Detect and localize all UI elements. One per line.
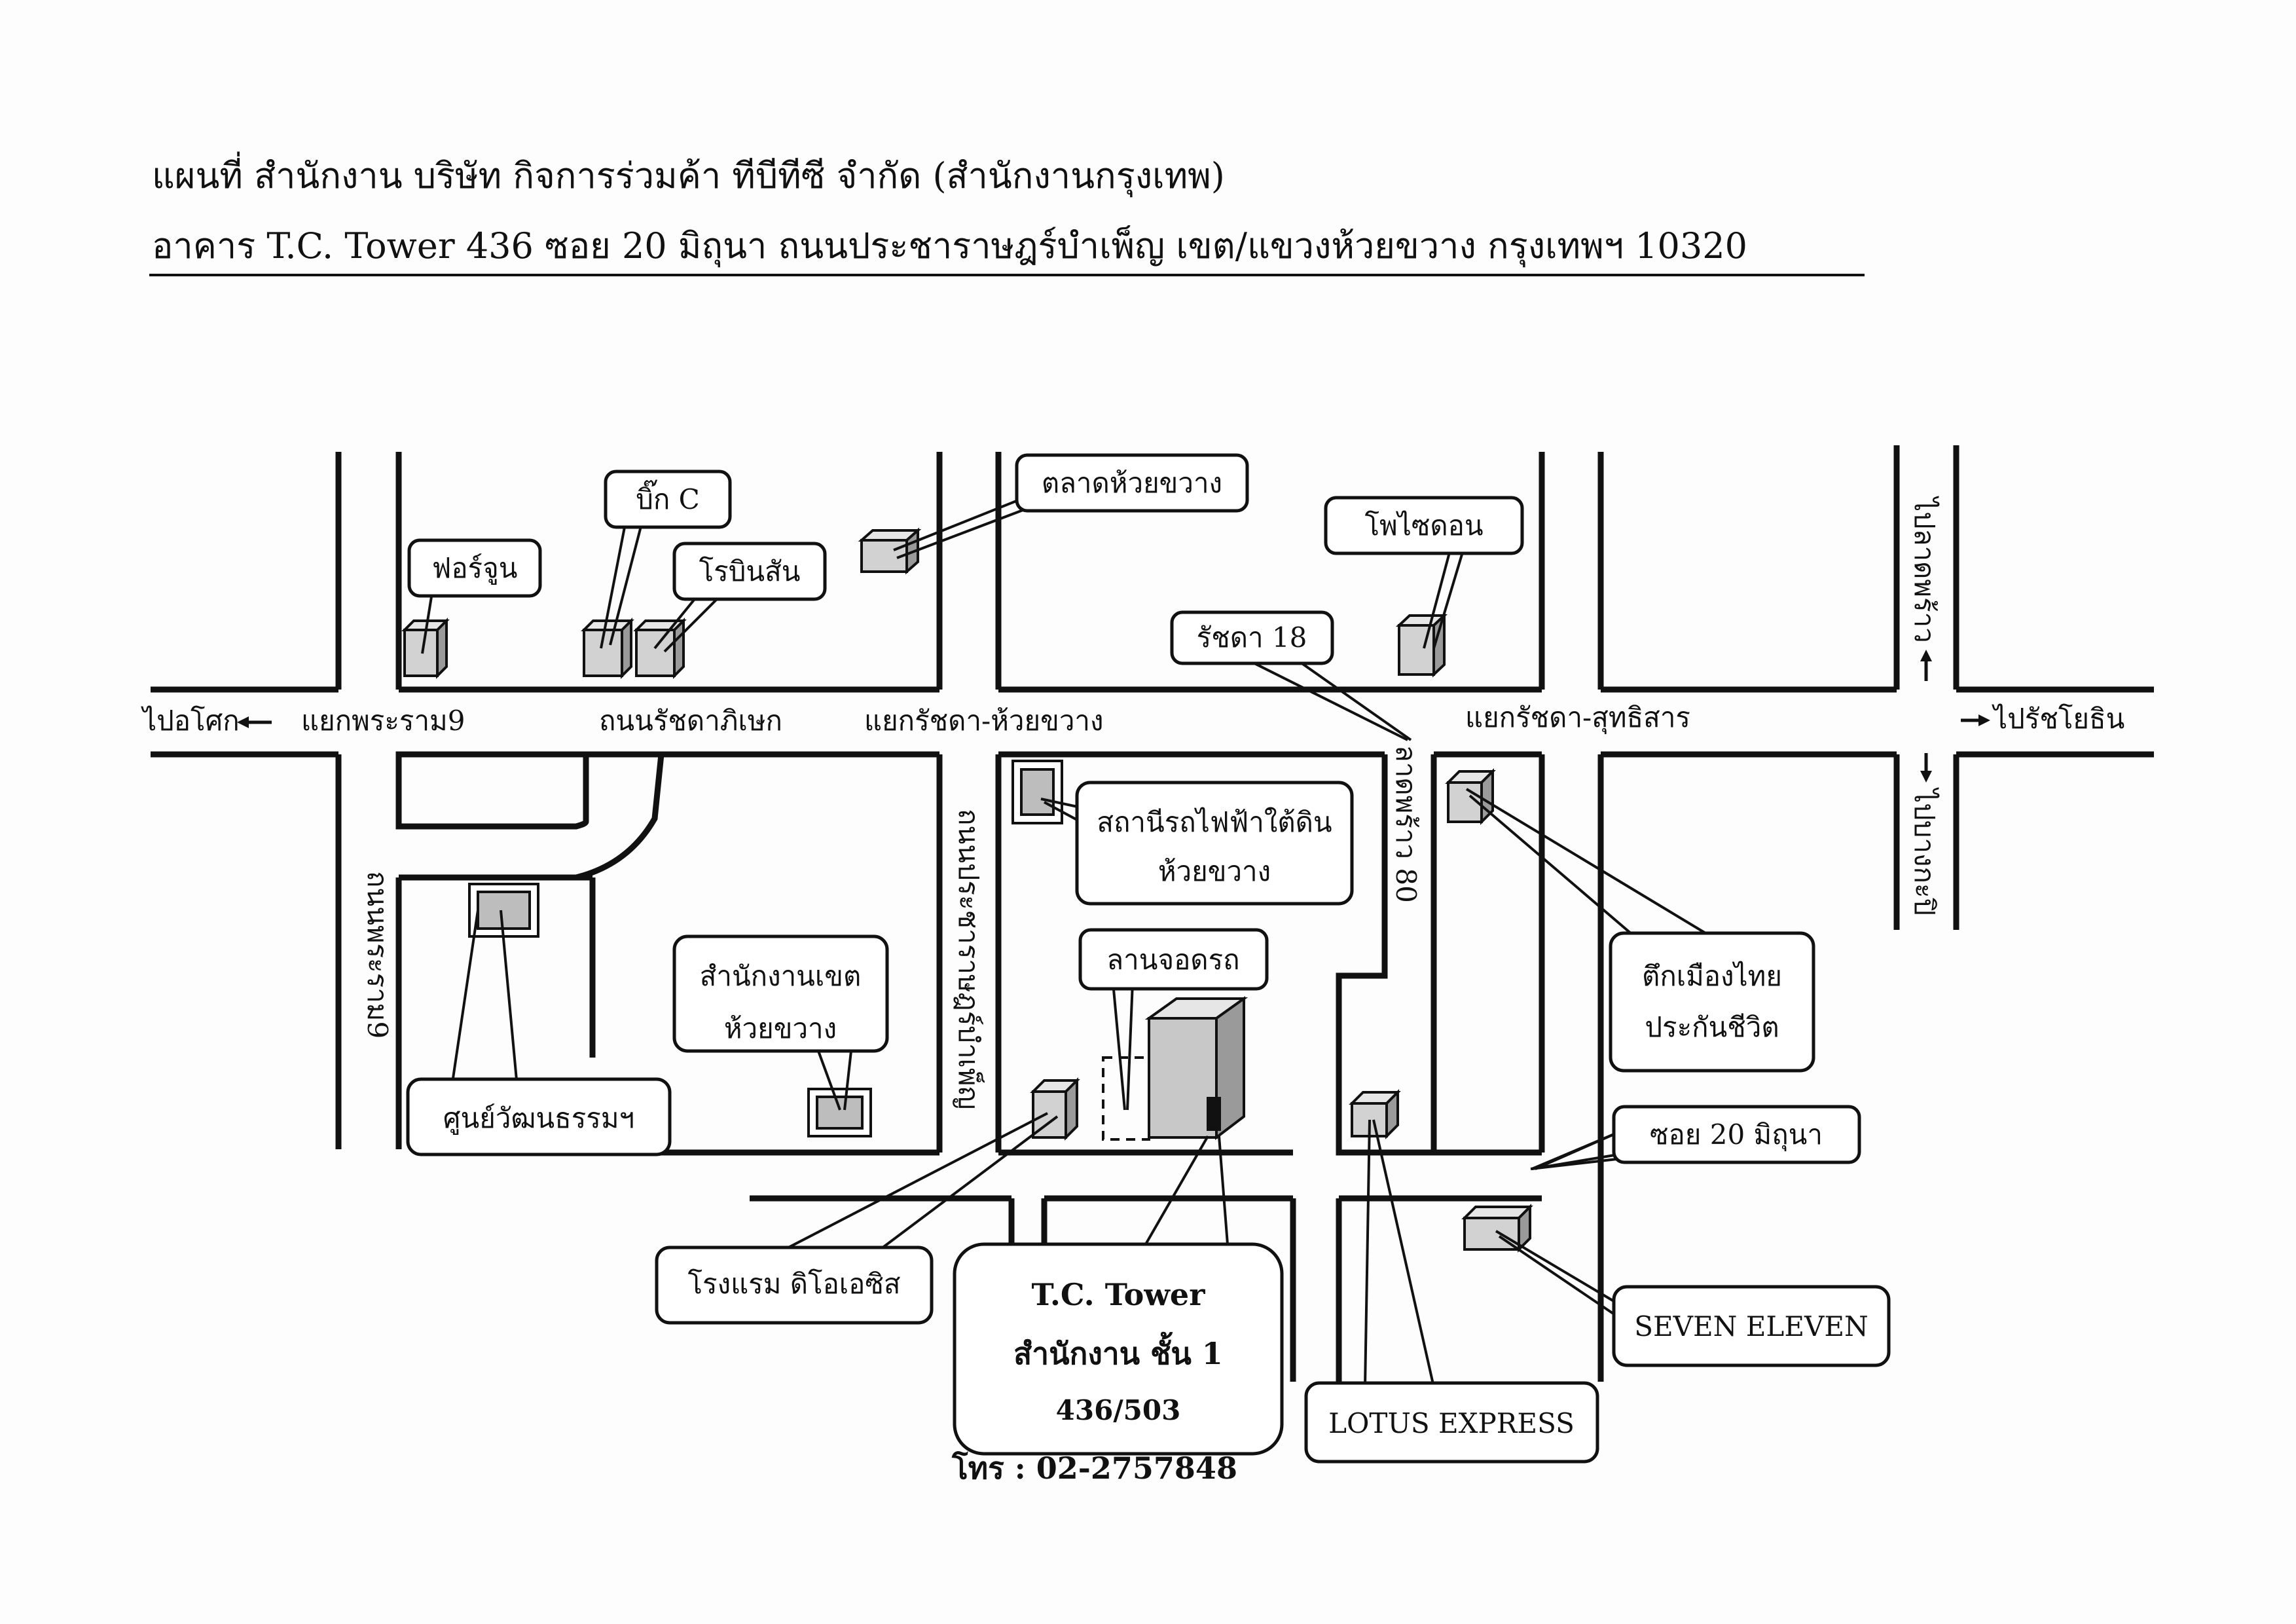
tc-tower-phone: โทร : 02-2757848 bbox=[951, 1450, 1237, 1486]
callout-hotel bbox=[655, 1246, 934, 1325]
tc-tower-floor: สำนักงาน ชั้น 1 bbox=[1013, 1331, 1223, 1371]
callout-ratchada-18-label: รัชดา 18 bbox=[1197, 621, 1307, 654]
callout-muang-thai-line2: ประกันชีวิต bbox=[1645, 1011, 1779, 1043]
ramp-curve bbox=[399, 754, 665, 881]
road-edge bbox=[1336, 754, 1542, 1156]
road-labels: ไปอโศก แยกพระราม9 ถนนรัชดาภิเษก แยกรัชดา… bbox=[141, 496, 2124, 1109]
arrow-up-head-icon bbox=[1920, 650, 1932, 661]
building-market-icon bbox=[858, 527, 922, 575]
label-rama9-road: ถนนพระราม9 bbox=[361, 871, 393, 1039]
callout-cultural-center bbox=[406, 1077, 672, 1156]
callout-tc-tower bbox=[953, 1242, 1284, 1456]
callout-parking bbox=[1078, 928, 1269, 991]
tc-tower-building-icon bbox=[1144, 996, 1248, 1141]
building-big-c-icon bbox=[581, 618, 634, 679]
building-robinson-icon bbox=[633, 618, 687, 679]
callout-muang-thai bbox=[1609, 931, 1815, 1073]
label-to-ratchayothin: ไปรัชโยธิน bbox=[1992, 703, 2124, 735]
callout-district-line2: ห้วยขวาง bbox=[724, 1012, 837, 1044]
callout-lotus-express bbox=[1304, 1381, 1599, 1464]
tc-tower-unit: 436/503 bbox=[1056, 1394, 1181, 1426]
callout-poseidon bbox=[1324, 496, 1524, 555]
callout-soi-20 bbox=[1612, 1105, 1861, 1164]
label-ratchada-sutthisan: แยกรัชดา-สุทธิสาร bbox=[1465, 701, 1690, 735]
direction-arrows bbox=[237, 650, 1990, 783]
label-to-asok: ไปอโศก bbox=[141, 705, 240, 737]
callout-soi-20-label: ซอย 20 มิถุนา bbox=[1650, 1118, 1823, 1152]
callout-hotel-label: โรงแรม ดิโอเอซิส bbox=[687, 1268, 900, 1300]
callout-robinson-label: โรบินสัน bbox=[699, 555, 801, 587]
building-seven-eleven-icon bbox=[1461, 1204, 1533, 1253]
map-title: แผนที่ สำนักงาน บริษัท กิจการร่วมค้า ทีบ… bbox=[152, 155, 1225, 196]
callout-market-label: ตลาดห้วยขวาง bbox=[1042, 467, 1222, 499]
callout-fortune-label: ฟอร์จูน bbox=[432, 552, 518, 585]
roads bbox=[151, 445, 2154, 1382]
callout-muang-thai-line1: ตึกเมืองไทย bbox=[1642, 960, 1782, 992]
label-pracharat-road: ถนนประชาราษฎร์บำเพ็ญ bbox=[953, 809, 985, 1109]
label-lat-phrao-80: ลาดพร้าว 80 bbox=[1390, 745, 1422, 903]
label-to-bang-kapi: ไปบางกะปิ bbox=[1908, 787, 1941, 915]
callout-ratchada-18 bbox=[1170, 610, 1334, 665]
callout-leaders bbox=[421, 496, 1723, 1388]
label-rama9-intersection: แยกพระราม9 bbox=[301, 705, 465, 737]
callout-seven-eleven bbox=[1612, 1285, 1891, 1367]
callout-seven-eleven-label: SEVEN ELEVEN bbox=[1634, 1310, 1868, 1342]
building-hotel-icon bbox=[1030, 1077, 1080, 1141]
office-address: อาคาร T.C. Tower 436 ซอย 20 มิถุนา ถนนปร… bbox=[152, 225, 1747, 267]
arrow-down-head-icon bbox=[1920, 771, 1932, 783]
callout-cultural-center-label: ศูนย์วัฒนธรรมฯ bbox=[443, 1102, 634, 1135]
callout-big-c-label: บิ๊ก C bbox=[636, 479, 700, 515]
building-district-office-icon bbox=[807, 1088, 872, 1137]
callout-big-c bbox=[604, 470, 732, 529]
parking-lot-area bbox=[1102, 1056, 1150, 1141]
callout-poseidon-label: โพไซดอน bbox=[1364, 509, 1483, 542]
callout-market bbox=[1015, 453, 1249, 513]
callout-district-office bbox=[672, 934, 889, 1053]
callout-district-line1: สำนักงานเขต bbox=[700, 960, 862, 992]
callout-mrt-line1: สถานีรถไฟฟ้าใต้ดิน bbox=[1097, 806, 1332, 838]
mrt-station-icon bbox=[1011, 760, 1063, 824]
building-poseidon-icon bbox=[1395, 612, 1448, 678]
label-to-lat-phrao: ไปลาดพร้าว bbox=[1908, 496, 1941, 643]
callout-robinson bbox=[672, 542, 827, 601]
triangle-island bbox=[395, 751, 589, 830]
tc-tower-name: T.C. Tower bbox=[1032, 1277, 1206, 1312]
callouts: ฟอร์จูน บิ๊ก C โรบินสัน ตลาดห้วยขวาง โพไ… bbox=[406, 453, 1891, 1486]
label-ratchadaphisek-road: ถนนรัชดาภิเษก bbox=[599, 705, 782, 737]
arrow-left-head-icon bbox=[237, 716, 249, 728]
callout-lotus-label: LOTUS EXPRESS bbox=[1328, 1407, 1575, 1439]
header-underline bbox=[149, 274, 1865, 276]
callout-fortune bbox=[407, 538, 542, 598]
arrow-right-head-icon bbox=[1978, 714, 1990, 726]
callout-parking-label: ลานจอดรถ bbox=[1106, 944, 1239, 976]
callout-mrt-station bbox=[1075, 781, 1354, 906]
tc-tower-entrance-icon bbox=[1207, 1097, 1221, 1131]
callout-mrt-line2: ห้วยขวาง bbox=[1158, 855, 1271, 887]
label-ratchada-huaikhwang: แยกรัชดา-ห้วยขวาง bbox=[864, 705, 1104, 737]
